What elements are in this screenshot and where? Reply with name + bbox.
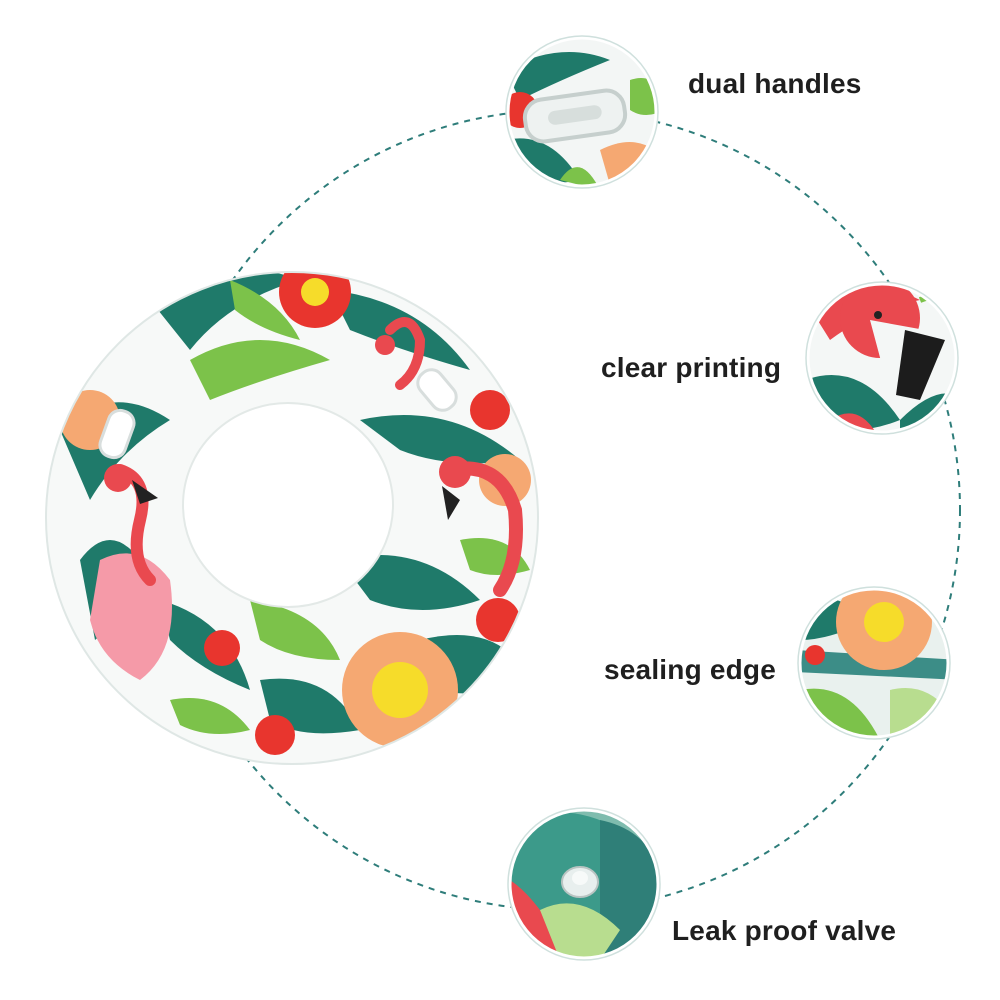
thumbnail-sealing-edge — [797, 586, 951, 740]
feature-label-clear-printing: clear printing — [601, 352, 782, 383]
swim-ring-image — [45, 256, 539, 765]
flamingo-icon — [840, 284, 945, 400]
thumbnail-leak-proof-valve — [507, 807, 661, 961]
thumbnail-clear-printing — [805, 281, 959, 435]
feature-label-dual-handles: dual handles — [688, 68, 862, 99]
feature-label-sealing-edge: sealing edge — [604, 654, 777, 685]
feature-label-leak-proof-valve: Leak proof valve — [672, 915, 897, 946]
valve-icon — [561, 866, 599, 898]
thumbnail-dual-handles — [505, 35, 659, 189]
